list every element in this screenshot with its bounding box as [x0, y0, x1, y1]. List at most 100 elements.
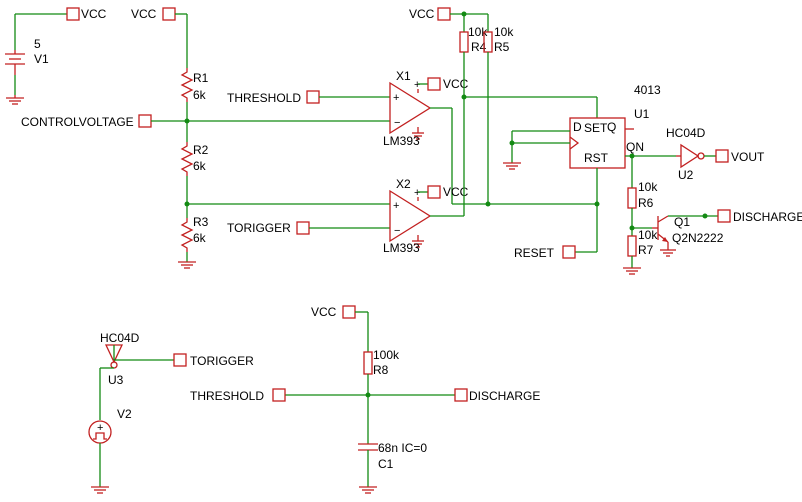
x1-part: LM393 — [383, 134, 420, 148]
port-vout[interactable]: VOUT — [715, 149, 765, 164]
port-discharge-top[interactable]: DISCHARGE — [717, 209, 802, 224]
port-vcc-pullup[interactable]: VCC — [409, 7, 451, 21]
u1-pin-qn: QN — [626, 140, 644, 154]
r3-resistor[interactable]: R3 6k — [180, 215, 209, 252]
port-controlvoltage[interactable]: CONTROLVOLTAGE — [21, 114, 152, 129]
x2-part: LM393 — [383, 241, 420, 255]
r4-value: 10k — [468, 25, 488, 39]
r8-resistor[interactable]: 100k R8 — [363, 348, 400, 377]
ground-icon — [623, 267, 641, 275]
r3-ref: R3 — [193, 215, 209, 229]
ground-icon — [178, 261, 196, 269]
svg-text:THRESHOLD: THRESHOLD — [190, 389, 264, 403]
u3-part: HC04D — [100, 331, 140, 345]
ground-icon — [503, 162, 521, 170]
ground-icon — [6, 95, 24, 105]
x2-ref: X2 — [396, 177, 411, 191]
port-vcc-x2[interactable]: VCC — [427, 185, 469, 199]
u2-ref: U2 — [678, 168, 694, 182]
r6-resistor[interactable]: 10k R6 — [627, 180, 658, 210]
svg-text:RESET: RESET — [514, 246, 555, 260]
u3-inverter[interactable]: HC04D U3 — [100, 331, 140, 387]
svg-text:+: + — [97, 422, 103, 434]
ground-icon — [91, 486, 109, 494]
r4-resistor[interactable]: 10k R4 — [459, 25, 488, 54]
u1-flipflop[interactable]: D SET Q QN RST 4013 U1 — [569, 83, 661, 169]
svg-text:−: − — [394, 225, 400, 237]
r8-value: 100k — [373, 348, 400, 362]
svg-text:THRESHOLD: THRESHOLD — [227, 91, 301, 105]
port-vcc-divider[interactable]: VCC — [131, 7, 176, 21]
r7-value: 10k — [638, 228, 658, 242]
v1-ref: V1 — [34, 52, 49, 66]
v2-pulse-source[interactable]: + V2 — [88, 407, 132, 444]
q1-part: Q2N2222 — [672, 231, 724, 245]
port-vcc-v1[interactable]: VCC — [66, 7, 107, 21]
port-trigger-top[interactable]: TORIGGER — [227, 221, 310, 235]
u1-ref: U1 — [634, 107, 650, 121]
x1-comparator[interactable]: + − + X1 LM393 — [383, 69, 432, 148]
c1-value: 68n IC=0 — [378, 441, 427, 455]
ground-icon — [660, 249, 676, 257]
svg-text:−: − — [394, 117, 400, 129]
svg-text:+: + — [393, 200, 399, 212]
r4-ref: R4 — [471, 40, 487, 54]
c1-ref: C1 — [378, 457, 394, 471]
svg-text:VCC: VCC — [311, 305, 337, 319]
u1-part: 4013 — [634, 83, 661, 97]
svg-text:+: + — [414, 187, 420, 199]
port-reset[interactable]: RESET — [514, 245, 576, 260]
svg-text:CONTROLVOLTAGE: CONTROLVOLTAGE — [21, 115, 134, 129]
v1-value: 5 — [34, 37, 41, 51]
r1-ref: R1 — [193, 71, 209, 85]
port-trigger-bottom[interactable]: TORIGGER — [173, 353, 254, 368]
svg-text:+: + — [393, 92, 399, 104]
r5-ref: R5 — [494, 40, 510, 54]
r1-resistor[interactable]: R1 6k — [180, 68, 209, 102]
svg-text:TORIGGER: TORIGGER — [227, 221, 291, 235]
svg-text:VCC: VCC — [443, 77, 469, 91]
port-discharge-bottom[interactable]: DISCHARGE — [454, 388, 540, 403]
port-threshold-top[interactable]: THRESHOLD — [227, 90, 320, 105]
v2-ref: V2 — [117, 407, 132, 421]
svg-text:VCC: VCC — [443, 185, 469, 199]
r8-ref: R8 — [373, 363, 389, 377]
svg-text:TORIGGER: TORIGGER — [190, 354, 254, 368]
ground-icon — [359, 486, 377, 494]
u3-ref: U3 — [108, 373, 124, 387]
port-vcc-x1[interactable]: VCC — [427, 77, 469, 91]
x2-comparator[interactable]: + − + X2 LM393 — [383, 177, 432, 255]
r5-resistor[interactable]: 10k R5 — [483, 25, 514, 54]
r5-value: 10k — [494, 25, 514, 39]
q1-transistor[interactable]: Q1 Q2N2222 — [652, 215, 724, 250]
u2-inverter[interactable]: HC04D U2 — [666, 126, 706, 182]
v1-source[interactable]: 5 V1 — [5, 13, 67, 105]
q1-ref: Q1 — [674, 215, 690, 229]
svg-text:VCC: VCC — [131, 7, 157, 21]
u2-part: HC04D — [666, 126, 706, 140]
port-threshold-bottom[interactable]: THRESHOLD — [190, 388, 286, 403]
x1-ref: X1 — [396, 69, 411, 83]
r1-value: 6k — [193, 88, 207, 102]
u1-pin-rst: RST — [584, 151, 609, 165]
u1-pin-d: D — [573, 120, 582, 134]
r2-ref: R2 — [193, 143, 209, 157]
r2-value: 6k — [193, 159, 207, 173]
r7-ref: R7 — [638, 243, 654, 257]
svg-text:+: + — [414, 79, 420, 91]
r3-value: 6k — [193, 231, 207, 245]
svg-text:DISCHARGE: DISCHARGE — [733, 210, 802, 224]
svg-text:VCC: VCC — [81, 7, 107, 21]
svg-text:DISCHARGE: DISCHARGE — [469, 389, 540, 403]
u1-pin-set: SET — [584, 121, 608, 135]
r7-resistor[interactable]: 10k R7 — [627, 228, 658, 257]
svg-text:VOUT: VOUT — [731, 150, 765, 164]
u1-pin-q: Q — [607, 120, 616, 134]
svg-text:VCC: VCC — [409, 7, 435, 21]
port-vcc-r8[interactable]: VCC — [311, 305, 356, 319]
r2-resistor[interactable]: R2 6k — [180, 142, 209, 176]
r6-ref: R6 — [638, 196, 654, 210]
c1-capacitor[interactable]: 68n IC=0 C1 — [358, 441, 427, 471]
